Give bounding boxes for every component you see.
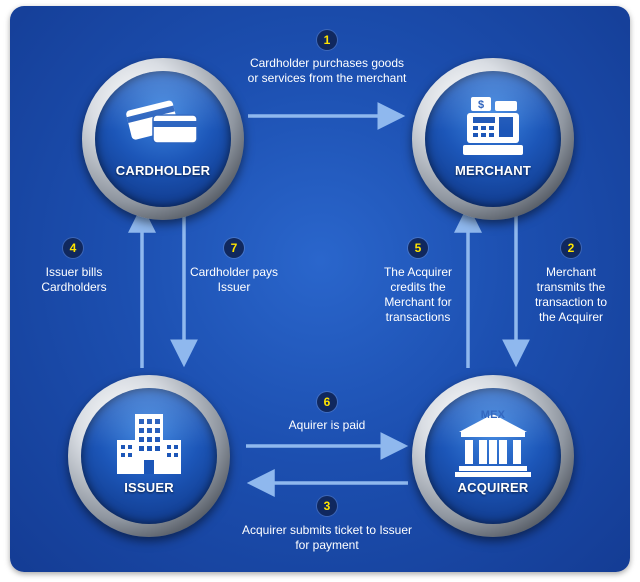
bank-icon xyxy=(455,414,531,477)
step-2-badge: 2 xyxy=(561,238,581,258)
step-5-badge: 5 xyxy=(408,238,428,258)
merchant-label: MERCHANT xyxy=(455,163,531,178)
step-6-badge: 6 xyxy=(317,392,337,412)
step-6-text: Aquirer is paid xyxy=(288,418,366,432)
step-7-text: Cardholder pays Issuer xyxy=(189,265,279,294)
step-1-text: Cardholder purchases goods or services f… xyxy=(247,56,407,85)
step-5-text: The Acquirer credits the Merchant for tr… xyxy=(383,265,453,324)
step-4-text: Issuer bills Cardholders xyxy=(41,265,107,294)
issuer-node: ISSUER xyxy=(68,375,230,537)
cardholder-node: CARDHOLDER xyxy=(82,58,244,220)
acquirer-node: MEX ACQUIRER xyxy=(412,375,574,537)
step-2-text: Merchant transmits the transaction to th… xyxy=(534,265,608,324)
step-4-badge: 4 xyxy=(63,238,83,258)
step-1-badge: 1 xyxy=(317,30,337,50)
issuer-label: ISSUER xyxy=(124,480,174,495)
cardholder-label: CARDHOLDER xyxy=(115,163,211,178)
svg-text:$: $ xyxy=(478,99,484,111)
step-3-badge: 3 xyxy=(317,496,337,516)
step-7-badge: 7 xyxy=(224,238,244,258)
acquirer-label: ACQUIRER xyxy=(457,480,529,495)
acquirer-sign: MEX xyxy=(480,409,506,421)
merchant-node: $ MERCHANT xyxy=(412,58,574,220)
step-3-text: Acquirer submits ticket to Issuer for pa… xyxy=(241,523,413,552)
office-building-icon xyxy=(117,414,181,474)
credit-cards-icon xyxy=(126,100,198,144)
cash-register-icon: $ xyxy=(463,97,523,155)
